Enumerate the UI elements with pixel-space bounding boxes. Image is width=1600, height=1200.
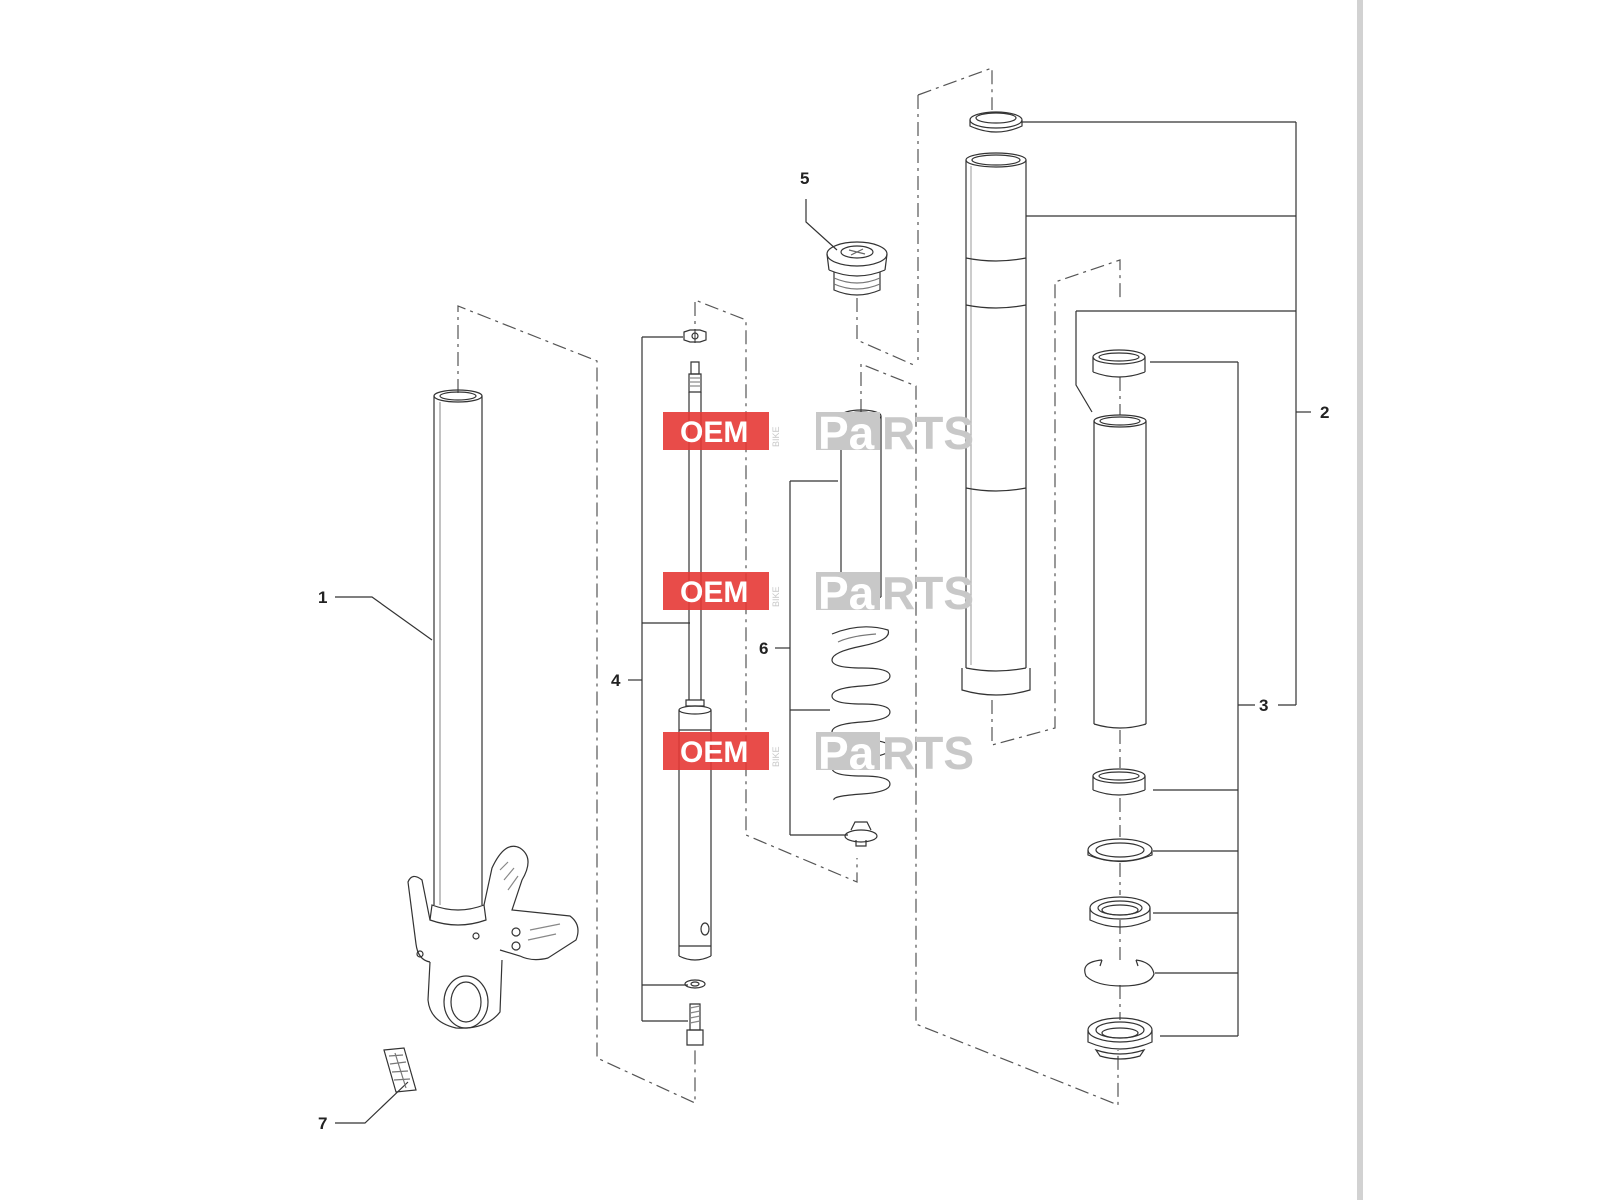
svg-text:OEM: OEM xyxy=(680,736,748,769)
svg-text:RTS: RTS xyxy=(882,727,974,779)
svg-text:OEM: OEM xyxy=(680,416,748,449)
vertical-scrollbar[interactable] xyxy=(1357,0,1363,1200)
callout-3: 3 xyxy=(1259,696,1268,715)
svg-text:Pa: Pa xyxy=(818,727,875,779)
svg-text:BIKE: BIKE xyxy=(771,426,781,447)
svg-text:BIKE: BIKE xyxy=(771,586,781,607)
part-2-outer-tube xyxy=(961,111,1031,696)
part-3-inner-components xyxy=(1084,349,1155,1060)
svg-text:OEM: OEM xyxy=(680,576,748,609)
svg-text:RTS: RTS xyxy=(882,407,974,459)
part-1-fork-outer-leg xyxy=(407,389,579,1029)
callout-5: 5 xyxy=(800,169,809,188)
part-7-decal xyxy=(383,1047,417,1093)
svg-text:Pa: Pa xyxy=(818,567,875,619)
svg-text:Pa: Pa xyxy=(818,407,875,459)
watermark-top: OEM BIKE Pa RTS xyxy=(663,407,974,459)
callout-6: 6 xyxy=(759,639,768,658)
callout-7: 7 xyxy=(318,1114,327,1133)
part-6-spring-assembly xyxy=(831,409,891,847)
part-5-fork-cap xyxy=(826,241,888,296)
assembly-dashed-lines xyxy=(457,67,1121,1106)
leader-lines xyxy=(335,121,1311,1124)
svg-text:RTS: RTS xyxy=(882,567,974,619)
callout-1: 1 xyxy=(318,588,327,607)
callout-2: 2 xyxy=(1320,403,1329,422)
watermark-bottom: OEM BIKE Pa RTS xyxy=(663,727,974,779)
watermark-middle: OEM BIKE Pa RTS xyxy=(663,567,974,619)
callout-4: 4 xyxy=(611,671,621,690)
svg-text:BIKE: BIKE xyxy=(771,746,781,767)
